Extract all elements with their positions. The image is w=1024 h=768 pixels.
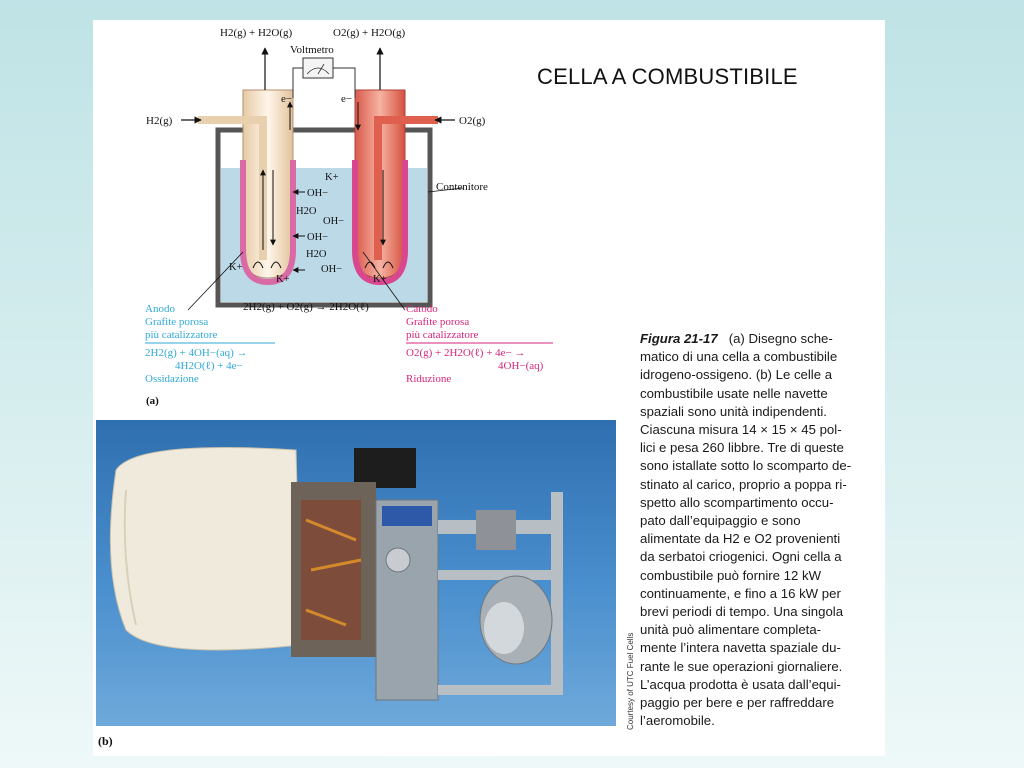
overall-reaction: 2H2(g) + O2(g) → 2H2O(ℓ): [243, 301, 369, 313]
fuel-cell-diagram: H2(g) + H2O(g) O2(g) + H2O(g) Voltmetro …: [145, 27, 553, 407]
anode-equation-2: 4H2O(ℓ) + 4e−: [175, 360, 243, 372]
caption-line: l’aeromobile.: [640, 713, 715, 729]
cathode-process: Riduzione: [406, 373, 451, 385]
anode-process: Ossidazione: [145, 373, 199, 385]
container-box: [215, 127, 433, 308]
external-circuit: [292, 67, 356, 98]
caption-line: mente l’intera navetta spaziale du-: [640, 640, 841, 656]
cathode-name: Catodo: [406, 303, 438, 315]
figure-label-a: (a): [146, 395, 159, 407]
cathode-material: Grafite porosa: [406, 316, 469, 328]
caption-line: L’acqua prodotta è usata dall’equi-: [640, 676, 841, 692]
figure-label-b: (b): [98, 734, 113, 748]
caption-line: spetto allo scompartimento occu-: [640, 494, 834, 510]
caption-line: lici e pesa 260 libbre. Tre di queste: [640, 440, 844, 456]
caption-line: matico di una cella a combustibile: [640, 349, 838, 365]
caption-line: spaziali sono unità indipendenti.: [640, 403, 827, 419]
caption-title: Figura 21-17: [640, 331, 718, 346]
caption-line: unità può alimentare completa-: [640, 622, 822, 638]
caption-line: combustibile può fornire 12 kW: [640, 567, 822, 583]
fuel-cell-photo: [96, 420, 616, 726]
caption-line: brevi periodi di tempo. Una singola: [640, 604, 844, 620]
slide-title: CELLA A COMBUSTIBILE: [537, 64, 798, 89]
figure-caption: Figura 21-17 (a) Disegno sche- matico di…: [640, 330, 880, 730]
ion-label: OH−: [307, 232, 328, 243]
caption-line: pato dall’equipaggio e sono: [640, 513, 801, 529]
cathode-electrode-layer: [352, 160, 408, 286]
electron-left-label: e−: [281, 93, 292, 105]
ion-label: OH−: [321, 264, 342, 275]
caption-line: paggio per bere e per raffreddare: [640, 695, 835, 711]
ion-label: H2O: [306, 249, 327, 260]
photo-credit: Courtesy of UTC Fuel Cells: [626, 632, 635, 730]
cathode-equation-1: O2(g) + 2H2O(ℓ) + 4e− →: [406, 347, 526, 359]
anode-catalyst: più catalizzatore: [145, 329, 217, 341]
ion-label: H2O: [296, 206, 317, 217]
h2-inlet-label: H2(g): [146, 115, 173, 127]
ion-label: K+: [229, 262, 243, 273]
anode-outlet-label: H2(g) + H2O(g): [220, 27, 293, 39]
anode-name: Anodo: [145, 303, 175, 315]
fuel-cell-unit-illustration: [109, 447, 563, 701]
cathode-catalyst: più catalizzatore: [406, 329, 478, 341]
anode-material: Grafite porosa: [145, 316, 208, 328]
voltmeter-label: Voltmetro: [290, 44, 334, 56]
slide-page: CELLA A COMBUSTIBILE: [93, 20, 885, 756]
ion-label: K+: [373, 274, 387, 285]
o2-inlet-label: O2(g): [459, 115, 486, 127]
anode-electrode-layer: [240, 160, 296, 286]
caption-line: da serbatoi criogenici. Ogni cella a: [640, 549, 842, 565]
ion-label: OH−: [307, 188, 328, 199]
electron-right-label: e−: [341, 93, 352, 105]
caption-line: idrogeno-ossigeno. (b) Le celle a: [640, 367, 833, 383]
caption-line: combustibile usate nelle navette: [640, 385, 828, 401]
cathode-outlet-label: O2(g) + H2O(g): [333, 27, 406, 39]
caption-line: stinato al carico, proprio a poppa ri-: [640, 476, 847, 492]
caption-line: alimentate da H2 e O2 provenienti: [640, 531, 841, 547]
caption-line: Figura 21-17 (a) Disegno sche-: [640, 331, 833, 346]
caption-line: sono istallate sotto lo scomparto de-: [640, 458, 852, 474]
container-label: Contenitore: [436, 181, 488, 193]
ion-label: K+: [325, 172, 339, 183]
ion-label: OH−: [323, 216, 344, 227]
cathode-equation-2: 4OH−(aq): [498, 360, 544, 372]
caption-line: rante le sue operazioni giornaliere.: [640, 658, 843, 674]
anode-equation-1: 2H2(g) + 4OH−(aq) →: [145, 347, 248, 359]
ion-label: K+: [276, 274, 290, 285]
caption-line: Ciascuna misura 14 × 15 × 45 pol-: [640, 422, 842, 438]
o2-inlet-pipe: [374, 116, 438, 260]
caption-line: continuamente, e fino a 16 kW per: [640, 585, 841, 601]
